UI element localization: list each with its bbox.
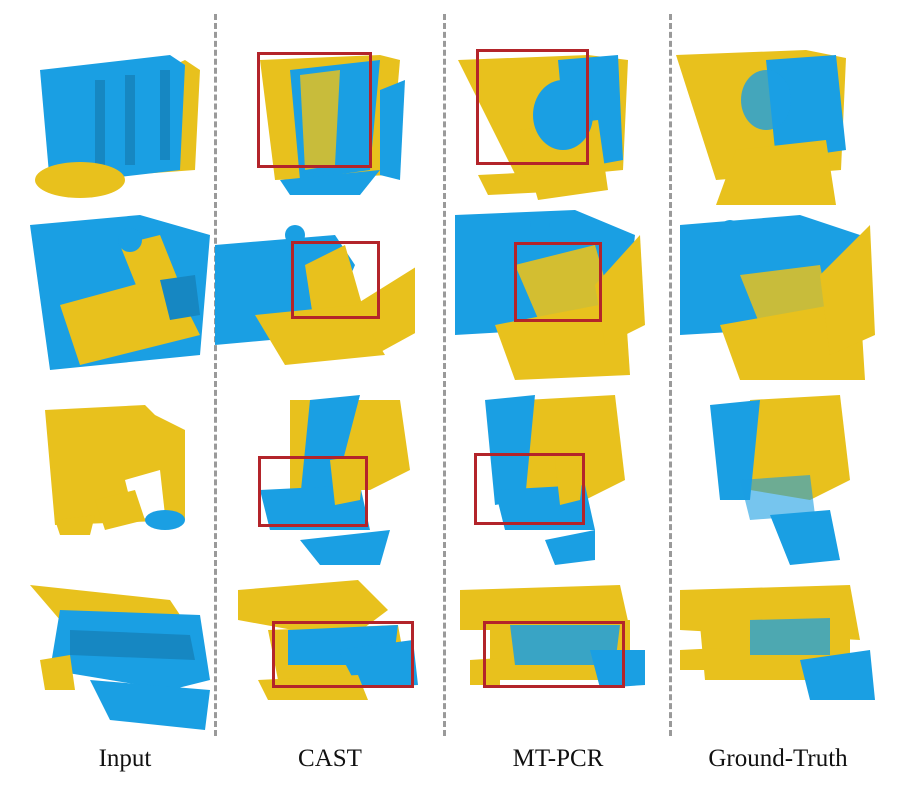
highlight-box — [257, 52, 372, 168]
scan-cast-row1 — [240, 30, 440, 205]
column-divider — [443, 14, 446, 736]
column-label-input: Input — [98, 745, 152, 772]
column-label-groundtruth: Ground-Truth — [708, 745, 848, 772]
highlight-box — [483, 621, 625, 688]
scan-cast-row3 — [240, 390, 440, 565]
highlight-box — [474, 453, 585, 525]
scan-input-row1 — [20, 30, 220, 205]
scan-groundtruth-row3 — [690, 390, 890, 565]
highlight-box — [514, 242, 602, 322]
scan-mtpcr-row2 — [455, 205, 655, 380]
scan-groundtruth-row4 — [680, 570, 880, 745]
highlight-box — [476, 49, 589, 165]
column-label-cast: CAST — [298, 745, 362, 772]
scan-input-row3 — [35, 390, 235, 565]
column-divider — [214, 14, 217, 736]
scan-mtpcr-row1 — [458, 30, 658, 205]
scan-cast-row4 — [238, 570, 438, 745]
column-divider — [669, 14, 672, 736]
scan-mtpcr-row4 — [460, 570, 660, 745]
highlight-box — [291, 241, 380, 319]
highlight-box — [272, 621, 414, 688]
highlight-box — [258, 456, 368, 527]
scan-input-row4 — [30, 570, 230, 745]
column-label-mtpcr: MT-PCR — [512, 745, 604, 772]
scan-input-row2 — [20, 205, 220, 380]
scan-mtpcr-row3 — [465, 390, 665, 565]
scan-groundtruth-row1 — [676, 30, 876, 205]
scan-groundtruth-row2 — [680, 205, 880, 380]
